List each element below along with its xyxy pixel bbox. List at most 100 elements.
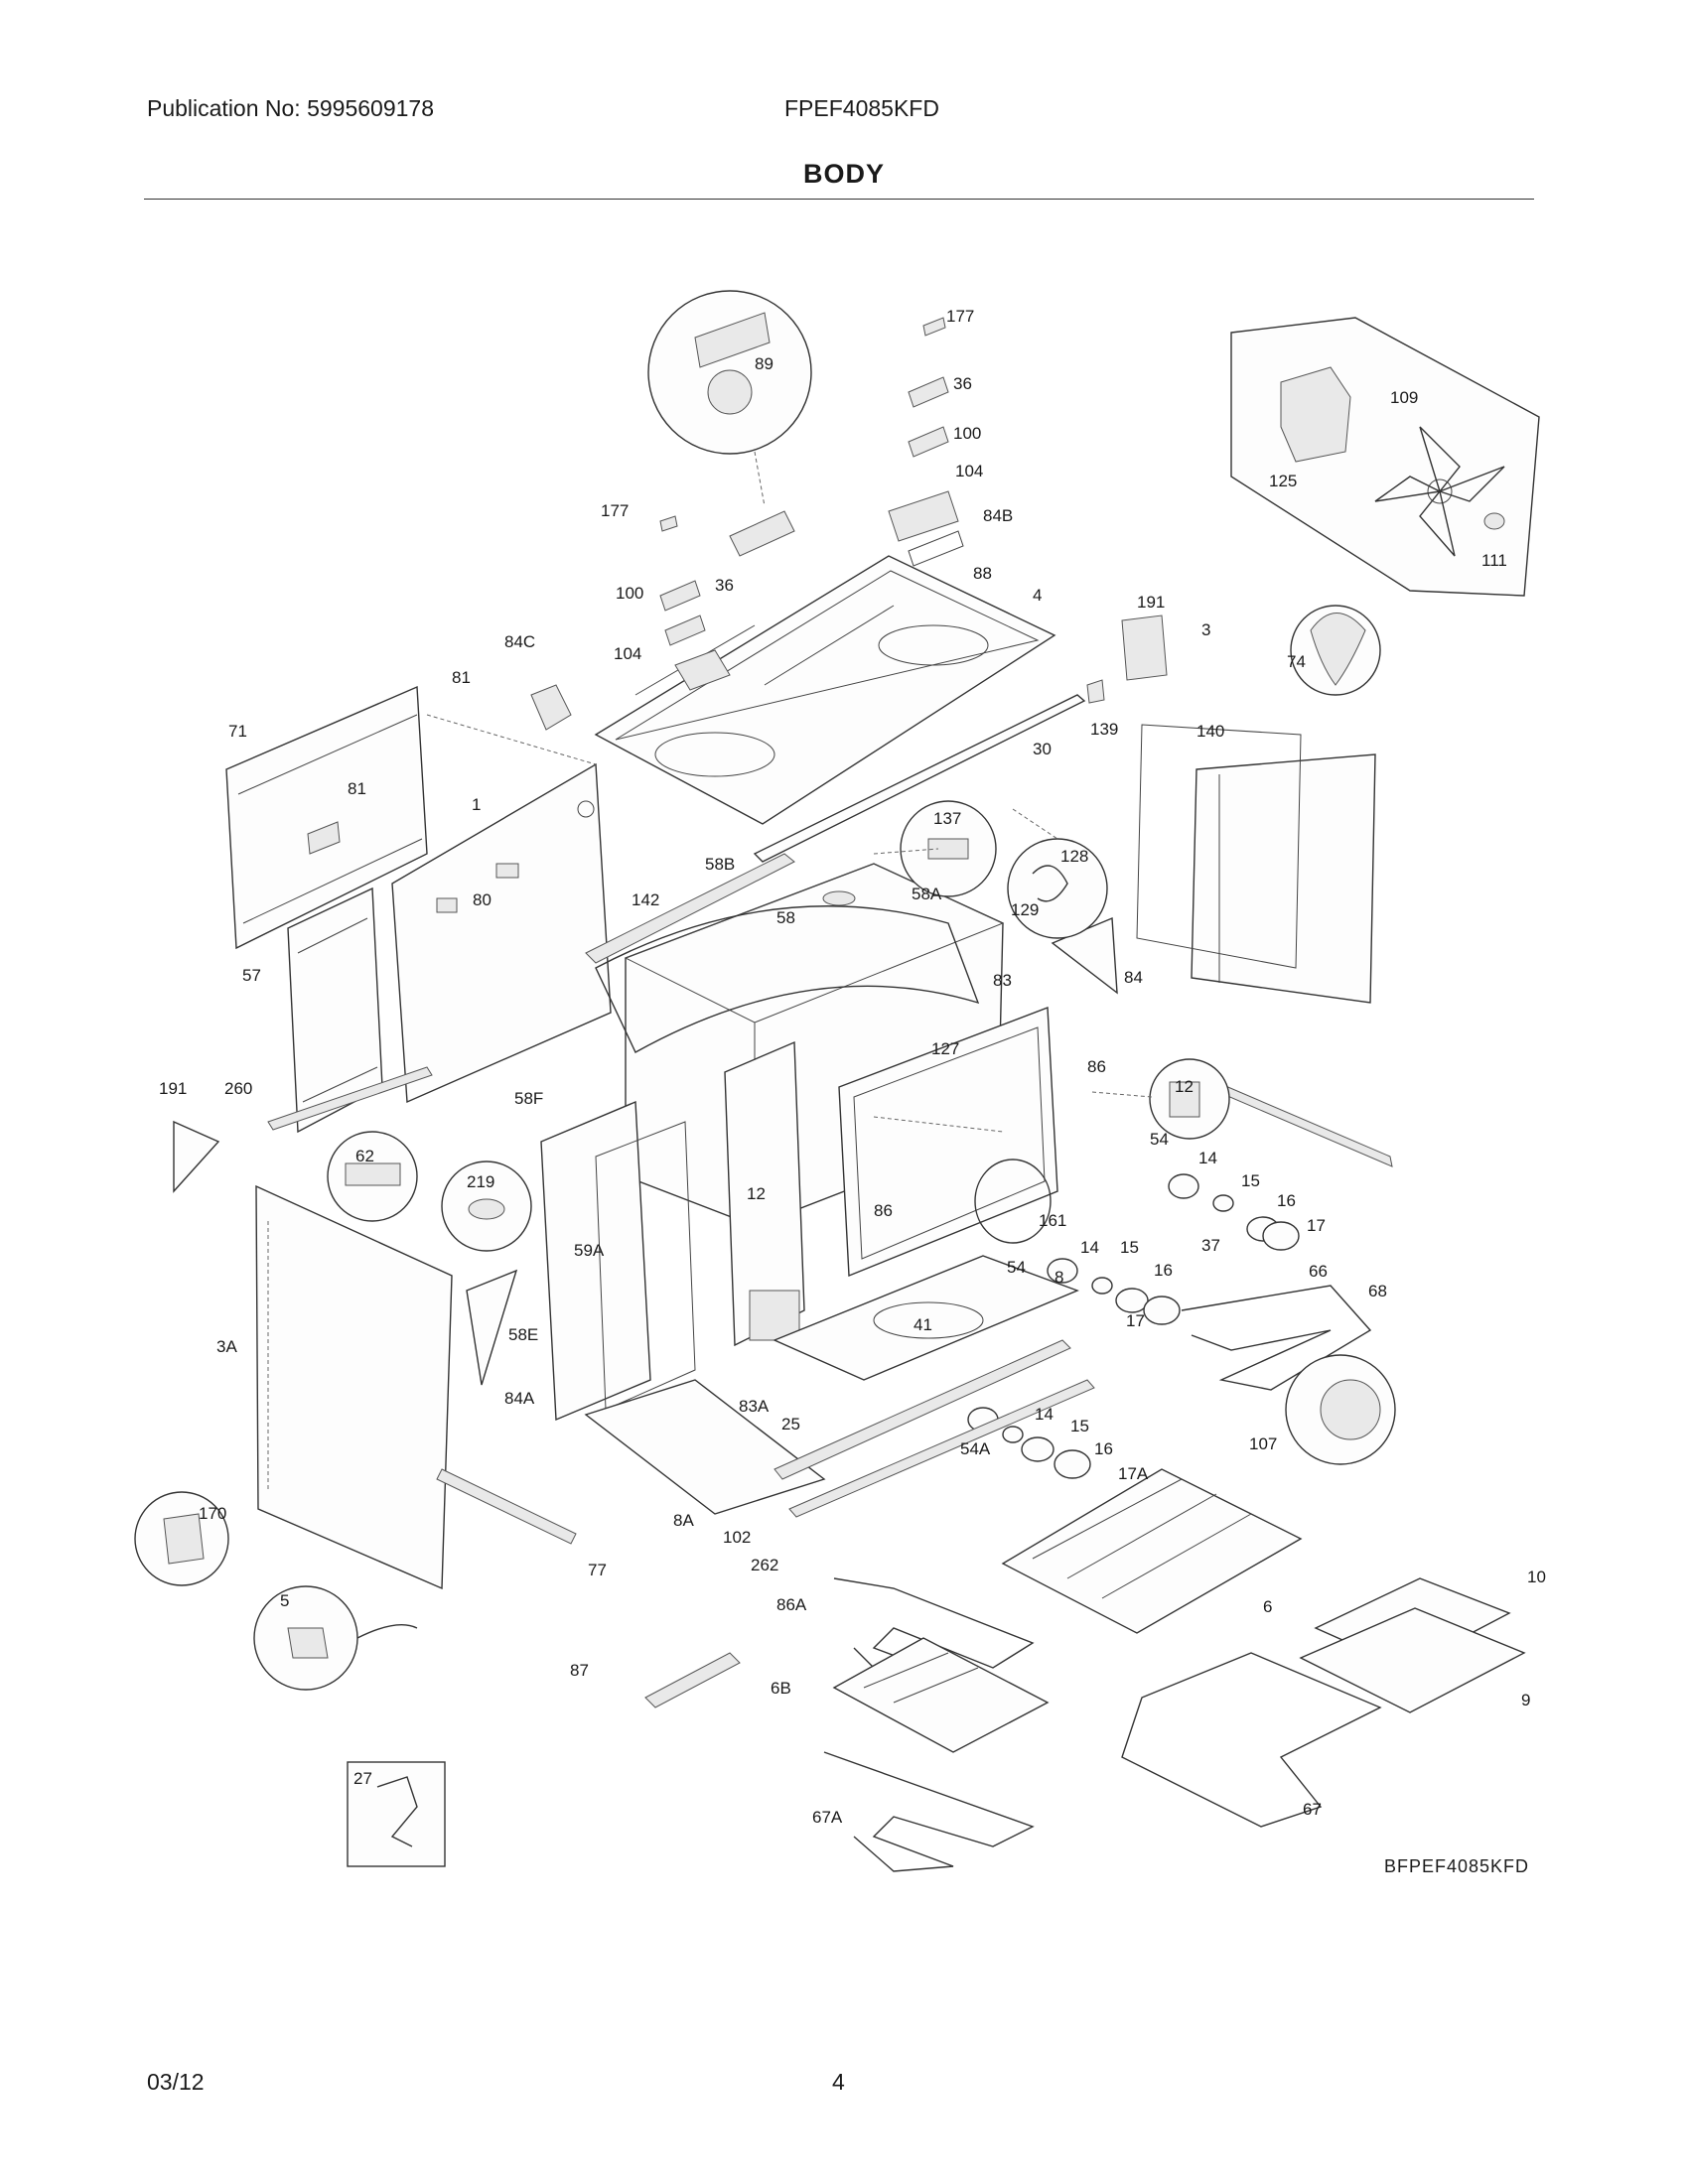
callout-label: 17A [1118, 1464, 1149, 1483]
top-cover-panel [594, 555, 1056, 825]
detail-circles-mid [900, 800, 1108, 939]
page-number: 4 [832, 2069, 845, 2095]
callout-label: 15 [1241, 1171, 1260, 1190]
callout-label: 104 [614, 644, 641, 663]
callout-label: 4 [1033, 586, 1042, 605]
right-strip-77 [1215, 1081, 1393, 1167]
callout-label: 16 [1154, 1261, 1173, 1280]
rear-panel [225, 685, 428, 950]
convection-fan-assembly-box [1230, 317, 1540, 597]
callout-label: 88 [973, 564, 992, 583]
callout-label: 89 [755, 354, 774, 373]
callout-label: 161 [1039, 1211, 1066, 1230]
bracket-87 [644, 1652, 741, 1708]
callout-label: 14 [1080, 1238, 1099, 1257]
callout-label: 67A [812, 1808, 843, 1827]
convection-fan-motor-detail [647, 290, 812, 507]
callout-label: 58A [912, 885, 942, 903]
back-frame [391, 762, 612, 1104]
leader-lines [426, 714, 1153, 1133]
callout-label: 3A [216, 1337, 237, 1356]
callout-label: 127 [931, 1039, 959, 1058]
callout-label: 83A [739, 1397, 770, 1416]
detail-box-27 [347, 1761, 446, 1867]
callout-label: 14 [1035, 1405, 1054, 1424]
callout-label: 58 [776, 908, 795, 927]
detail-circle-219 [441, 1160, 532, 1252]
callout-label: 41 [914, 1315, 932, 1334]
callout-label: 58F [514, 1089, 543, 1108]
callout-label: 1 [472, 795, 481, 814]
lamp-assembly-54a [967, 1407, 1091, 1479]
callout-label: 83 [993, 971, 1012, 990]
callout-label: 191 [159, 1079, 187, 1098]
drawing-code: BFPEF4085KFD [1383, 1856, 1529, 1876]
footer-date: 03/12 [147, 2069, 205, 2095]
callout-label: 111 [1481, 551, 1507, 570]
callout-label: 54 [1150, 1130, 1169, 1149]
callout-label: 15 [1120, 1238, 1139, 1257]
rear-strip [753, 694, 1086, 863]
callout-label: 142 [632, 890, 659, 909]
broil-element-66 [1181, 1285, 1372, 1391]
door-gasket [974, 1159, 1052, 1244]
strip-260 [267, 1066, 433, 1131]
callout-label: 5 [280, 1591, 289, 1610]
callout-label: 8 [1055, 1268, 1063, 1287]
callout-label: 6 [1263, 1597, 1272, 1616]
callout-label: 109 [1390, 388, 1418, 407]
callout-labels: 177 89 36 100 104 84B 177 36 100 104 88 … [159, 307, 1546, 1827]
bottom-rails [774, 1339, 1095, 1518]
callout-label: 81 [348, 779, 366, 798]
oven-floor [773, 1255, 1079, 1381]
section-title: BODY [802, 159, 885, 189]
callout-label: 86 [1087, 1057, 1106, 1076]
callout-label: 58B [705, 855, 735, 874]
callout-label: 80 [473, 890, 492, 909]
publication-number: Publication No: 5995609178 [147, 95, 435, 121]
callout-label: 27 [353, 1769, 372, 1788]
callout-label: 8A [673, 1511, 694, 1530]
callout-label: 59A [574, 1241, 605, 1260]
callout-label: 86 [874, 1201, 893, 1220]
callout-label: 12 [747, 1184, 766, 1203]
callout-label: 67 [1303, 1800, 1322, 1819]
insulation-wrap [585, 853, 980, 1053]
bottom-tray [584, 1379, 826, 1515]
callout-label: 6B [771, 1679, 791, 1698]
callout-label: 260 [224, 1079, 252, 1098]
oven-rack [1001, 1468, 1303, 1634]
callout-label: 17 [1307, 1216, 1326, 1235]
lamp-assembly-upper [1168, 1173, 1300, 1251]
callout-label: 12 [1175, 1077, 1194, 1096]
left-top-box [530, 649, 731, 731]
callout-label: 100 [953, 424, 981, 443]
callout-label: 84 [1124, 968, 1143, 987]
side-bracket-84a [466, 1269, 518, 1386]
callout-label: 125 [1269, 472, 1297, 490]
detail-circle-74 [1290, 605, 1381, 696]
model-number: FPEF4085KFD [784, 95, 939, 121]
lamp-assembly-lower [1047, 1258, 1181, 1325]
callout-label: 25 [781, 1415, 800, 1433]
fan-bracket [659, 510, 795, 646]
callout-label: 170 [199, 1504, 226, 1523]
callout-label: 15 [1070, 1417, 1089, 1435]
callout-label: 84B [983, 506, 1013, 525]
callout-label: 81 [452, 668, 471, 687]
callout-label: 128 [1060, 847, 1088, 866]
callout-label: 140 [1196, 722, 1224, 741]
side-insulation [540, 1100, 696, 1422]
callout-label: 129 [1011, 900, 1039, 919]
leveling-leg-detail [134, 1491, 418, 1691]
callout-label: 84A [504, 1389, 535, 1408]
callout-label: 84C [504, 632, 535, 651]
left-strip-77 [436, 1468, 577, 1545]
right-top-brackets [888, 317, 964, 567]
callout-label: 262 [751, 1556, 778, 1574]
callout-label: 54 [1007, 1258, 1026, 1277]
callout-label: 191 [1137, 593, 1165, 612]
callout-label: 62 [355, 1147, 374, 1165]
fan-cover [1285, 1354, 1396, 1465]
callout-label: 139 [1090, 720, 1118, 739]
